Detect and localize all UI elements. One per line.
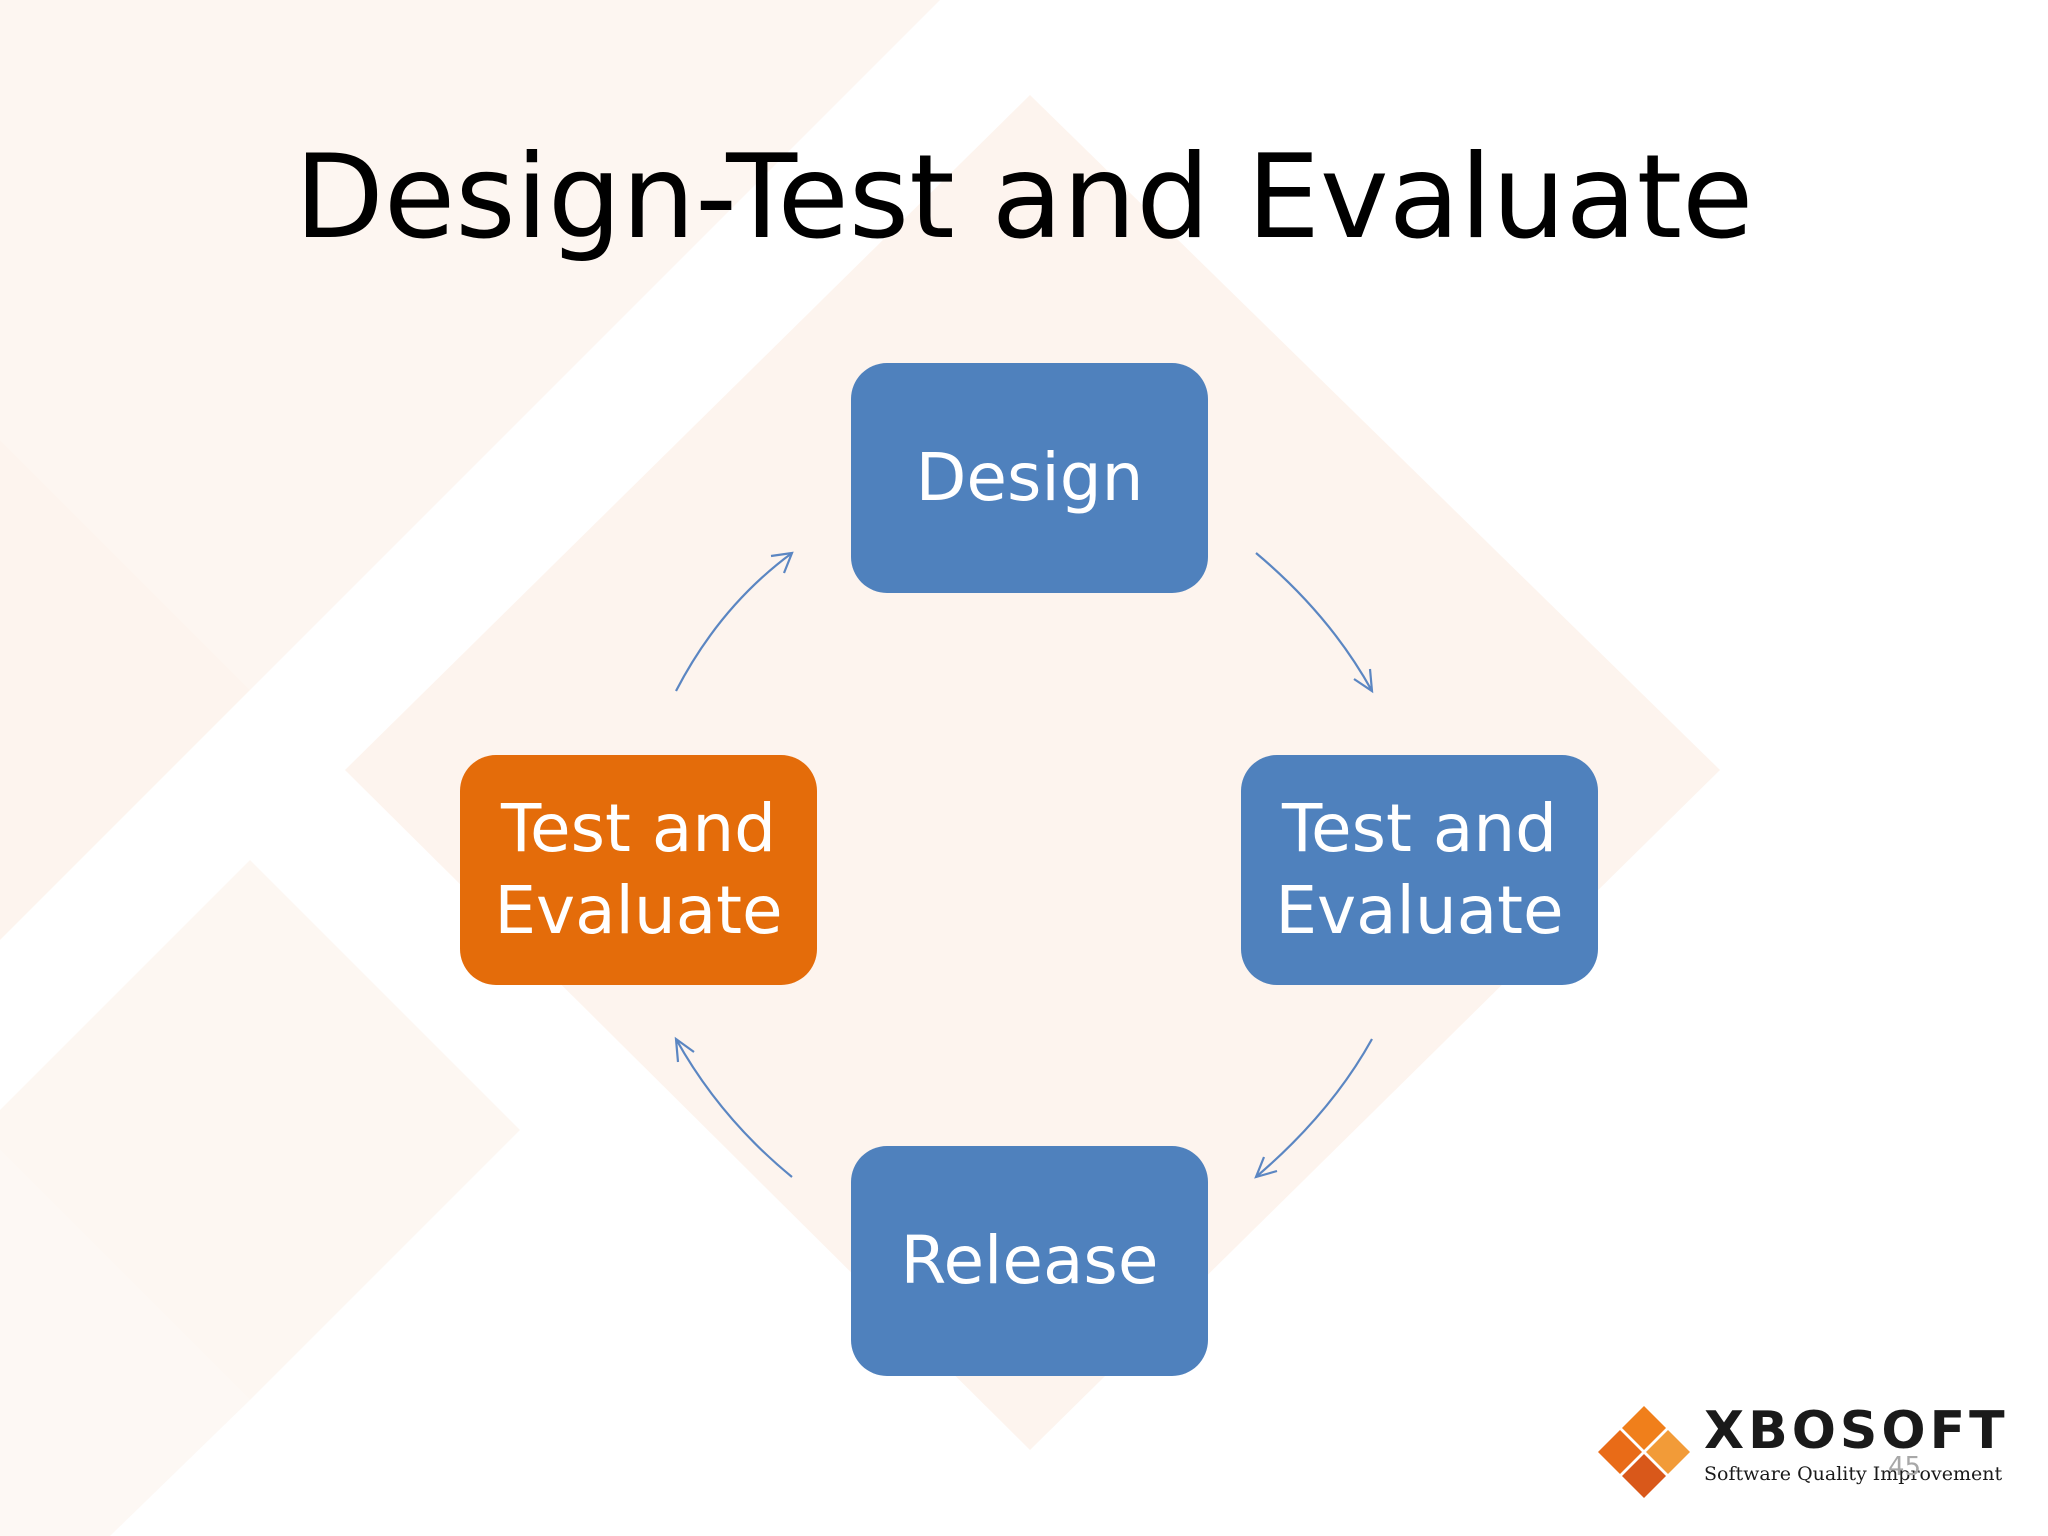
node-label: Release: [900, 1222, 1159, 1299]
logo-tagline: Software Quality Improvement: [1704, 1463, 2003, 1485]
node-label: Test and Evaluate: [1275, 790, 1564, 949]
node-release: Release: [851, 1146, 1208, 1376]
slide-title: Design-Test and Evaluate: [294, 130, 1754, 265]
arrow-release-to-test-left: [675, 1038, 793, 1178]
node-test-evaluate-left: Test and Evaluate: [460, 755, 817, 985]
node-design: Design: [851, 363, 1208, 593]
arrow-design-to-test-right: [1255, 552, 1373, 692]
arrow-head-release-to-test-left: [674, 1036, 695, 1063]
logo-name: XBOSOFT: [1704, 1401, 2009, 1461]
page-number: 45: [1888, 1452, 1922, 1482]
company-logo: XBOSOFT Software Quality Improvement: [1596, 1400, 2016, 1500]
node-label: Design: [915, 439, 1144, 516]
arrow-head-design-to-test-right: [1353, 668, 1374, 694]
arrow-head-test-right-to-release: [1254, 1156, 1278, 1179]
node-test-evaluate-right: Test and Evaluate: [1241, 755, 1598, 985]
arrow-head-test-left-to-design: [770, 551, 794, 574]
arrow-test-left-to-design: [675, 552, 793, 692]
arrow-test-right-to-release: [1255, 1038, 1373, 1178]
xbosoft-diamond-icon: [1598, 1406, 1690, 1498]
node-label: Test and Evaluate: [494, 790, 783, 949]
